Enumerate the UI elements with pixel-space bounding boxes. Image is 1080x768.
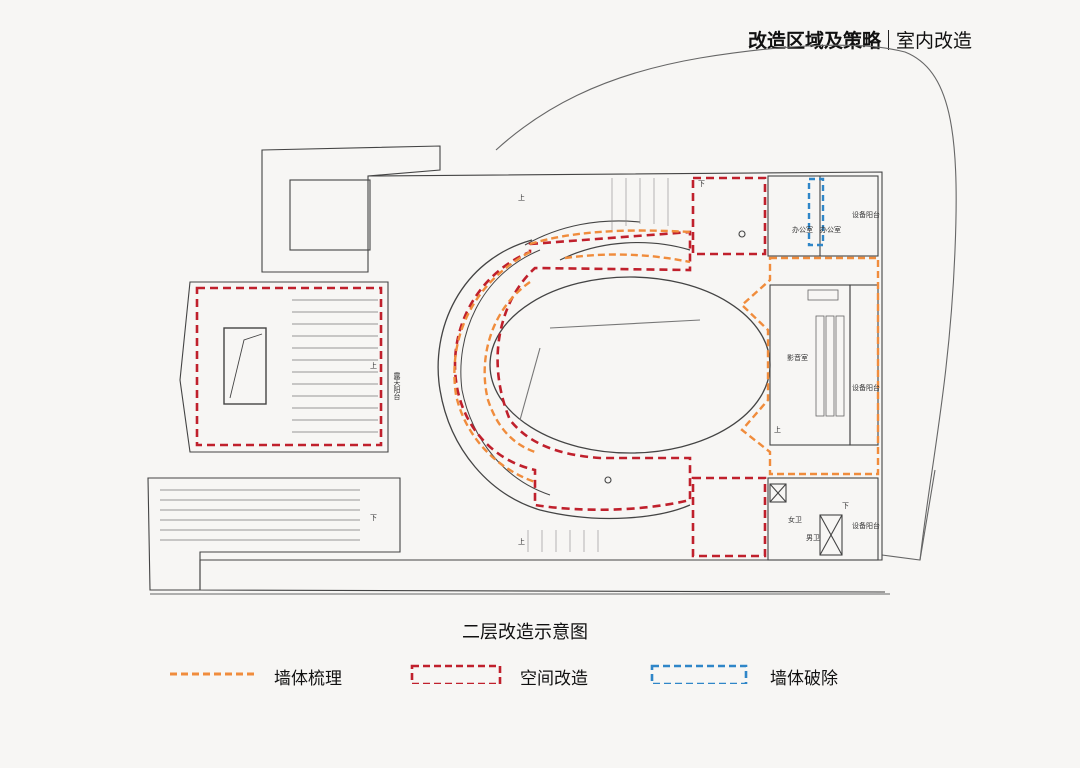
stair-mark-up-4: 上 — [774, 425, 781, 434]
screening-seats — [807, 289, 845, 417]
legend-label-space-renovation: 空间改造 — [520, 669, 588, 689]
stair-mark-up-1: 上 — [370, 361, 377, 370]
left-block — [179, 281, 389, 453]
building-outline — [261, 145, 441, 273]
renovation-zone-top — [691, 176, 767, 256]
legend-label-wall-arrangement: 墙体梳理 — [274, 669, 342, 689]
legend-item-wall-demolition: 墙体破除 — [650, 664, 890, 689]
site-contour — [495, 44, 957, 561]
screening-room — [769, 284, 851, 446]
legend-label-wall-demolition: 墙体破除 — [770, 669, 838, 689]
plan-caption: 二层改造示意图 — [462, 622, 588, 643]
page-header: 改造区域及策略室内改造 — [748, 26, 972, 53]
space-renovation-zones — [195, 176, 767, 558]
wall-demolition-zone — [807, 177, 825, 247]
curved-wall-outer — [437, 239, 691, 520]
renovation-zone-left — [195, 286, 383, 447]
stair-mark-down-2: 下 — [370, 514, 377, 522]
stair-mark-up-2: 上 — [518, 193, 525, 202]
legend-item-space-renovation: 空间改造 — [410, 664, 650, 689]
label-restroom-male: 男卫 — [806, 534, 820, 542]
label-screening-room: 影音室 — [787, 353, 808, 362]
stair-top-curve — [559, 241, 691, 261]
restroom-block — [767, 477, 879, 561]
stair-top-left — [289, 179, 371, 251]
wall-arrangement-right — [740, 256, 880, 476]
label-equipment-balcony-2: 设备阳台 — [852, 383, 880, 392]
seating-rows-left — [292, 299, 378, 433]
stair-mark-up-3: 上 — [518, 537, 525, 546]
label-office-2: 办公室 — [820, 225, 841, 234]
void-left — [223, 327, 267, 405]
renovation-zone-bottom — [691, 476, 767, 558]
wall-arrangement-lines — [453, 229, 880, 484]
stair-mark-down-3: 下 — [842, 502, 849, 510]
stair-mark-down-1: 下 — [698, 180, 705, 188]
legend-swatch-orange — [170, 672, 256, 676]
header-title-regular: 室内改造 — [896, 30, 973, 52]
label-equipment-balcony-3: 设备阳台 — [852, 521, 880, 530]
office-block — [767, 175, 879, 257]
label-open-terrace: 露天阳台 — [393, 372, 401, 401]
label-equipment-balcony-1: 设备阳台 — [852, 210, 880, 219]
legend-swatch-red — [410, 664, 502, 684]
site-contour-lower — [881, 469, 936, 561]
stair-bottom-left — [147, 477, 401, 591]
renovation-zone-center — [453, 230, 692, 512]
label-restroom-female: 女卫 — [788, 515, 802, 524]
legend-swatch-blue — [650, 664, 748, 684]
building-outline-main — [199, 171, 886, 593]
header-title-bold: 改造区域及策略 — [748, 30, 882, 52]
header-separator — [888, 30, 890, 50]
legend-item-wall-arrangement: 墙体梳理 — [168, 664, 408, 689]
central-oval — [489, 276, 771, 454]
label-office-1: 办公室 — [792, 225, 813, 234]
